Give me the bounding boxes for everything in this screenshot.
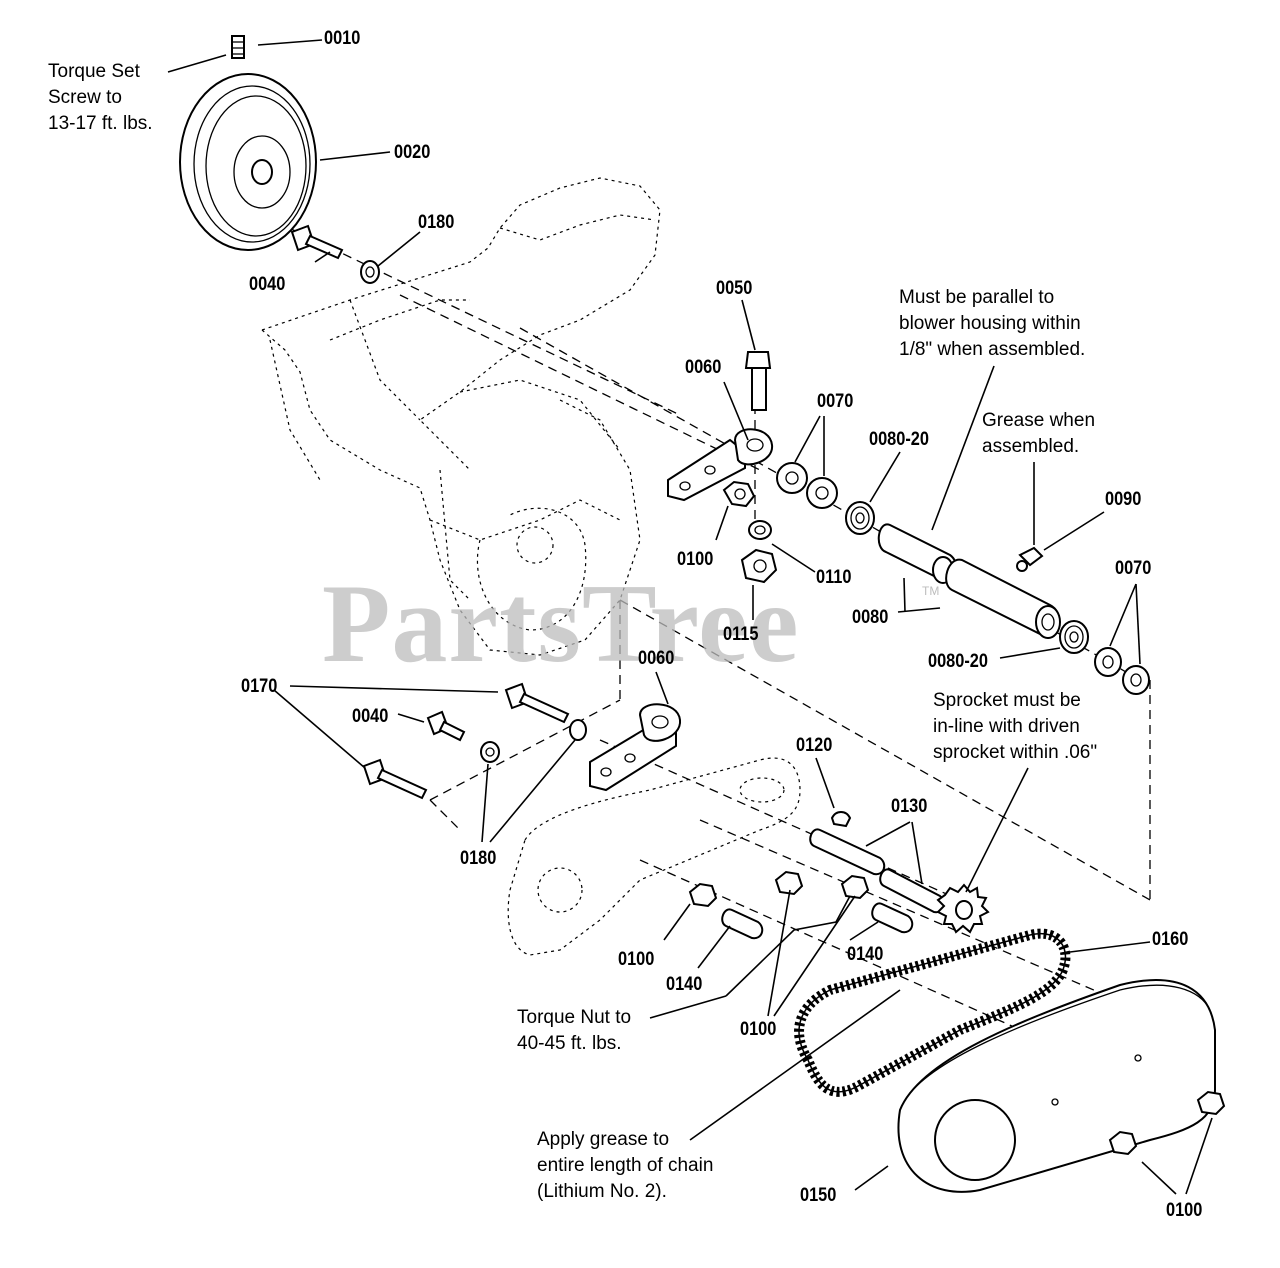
assembly-lines <box>261 214 1201 1111</box>
part-label-0160: 0160 <box>1152 929 1189 950</box>
part-label-0115: 0115 <box>723 624 759 645</box>
note-apply-grease-chain: Apply grease to entire length of chain (… <box>537 1129 714 1202</box>
chain-0160 <box>794 928 1071 1097</box>
part-label-0070-top: 0070 <box>817 391 854 412</box>
part-label-0060-bottom: 0060 <box>638 648 675 669</box>
watermark-trademark: TM <box>922 584 940 598</box>
note-parallel-to-housing: Must be parallel to blower housing withi… <box>899 287 1086 360</box>
frame-housing-phantom <box>261 177 661 656</box>
sprocket <box>936 883 990 934</box>
part-label-0100-b: 0100 <box>618 949 655 970</box>
nut-0100-top <box>722 480 756 508</box>
washer-0110 <box>748 520 772 540</box>
shafts-0130 <box>809 828 946 914</box>
bolt-0050 <box>744 351 772 411</box>
part-label-0020: 0020 <box>394 142 431 163</box>
part-label-0080-20-bottom: 0080-20 <box>928 651 988 672</box>
bolt-0170-lower <box>362 758 428 800</box>
bolt-0040-bottom <box>426 710 466 742</box>
bearing-0080-20-top <box>845 501 875 535</box>
chain-case-phantom <box>507 757 801 956</box>
part-label-0100-c: 0100 <box>740 1019 777 1040</box>
nuts-0100-middle <box>688 870 870 908</box>
part-label-0070-right: 0070 <box>1115 558 1152 579</box>
nuts-0100-cover <box>1108 1090 1226 1156</box>
chain-cover-0150 <box>897 979 1216 1193</box>
part-label-0060-top: 0060 <box>685 357 722 378</box>
key-0120 <box>830 811 852 828</box>
part-label-0080: 0080 <box>852 607 889 628</box>
part-label-0150: 0150 <box>800 1185 837 1206</box>
bolt-0170-upper <box>504 682 587 741</box>
washer-0180-bottom <box>480 741 500 763</box>
watermark-text: PartsTree <box>322 562 800 686</box>
bearing-0080-20-bottom <box>1059 620 1089 654</box>
part-label-0140-a: 0140 <box>666 974 703 995</box>
part-label-0110: 0110 <box>816 567 852 588</box>
part-label-0040-top: 0040 <box>249 274 286 295</box>
part-label-0100-a: 0100 <box>677 549 714 570</box>
callout-leaders <box>167 39 1213 1195</box>
note-sprocket-inline: Sprocket must be in-line with driven spr… <box>933 690 1098 763</box>
part-label-0180-bottom: 0180 <box>460 848 497 869</box>
washers-0070-right <box>1094 647 1150 695</box>
part-label-0180-top: 0180 <box>418 212 455 233</box>
washer-0180-top <box>360 260 380 284</box>
spacers-0140 <box>721 902 914 940</box>
note-torque-nut: Torque Nut to 40-45 ft. lbs. <box>517 1007 632 1054</box>
grease-fitting-0090 <box>1016 546 1044 572</box>
set-screw-0010 <box>231 35 245 59</box>
tube-0080 <box>877 523 1061 640</box>
part-label-0100-d: 0100 <box>1166 1200 1203 1221</box>
pulley-0020 <box>179 73 317 251</box>
bracket-0060-top <box>667 428 774 502</box>
part-label-0120: 0120 <box>796 735 833 756</box>
washers-0070-top <box>776 462 838 509</box>
bracket-0060-bottom <box>589 703 682 792</box>
note-torque-set-screw: Torque Set Screw to 13-17 ft. lbs. <box>48 61 153 134</box>
part-label-0080-20-top: 0080-20 <box>869 429 929 450</box>
part-label-0130: 0130 <box>891 796 928 817</box>
part-label-0170: 0170 <box>241 676 278 697</box>
part-label-0040-bottom: 0040 <box>352 706 389 727</box>
note-grease-when-assembled: Grease when assembled. <box>982 410 1096 457</box>
bolt-0040-top <box>290 224 344 260</box>
part-label-0090: 0090 <box>1105 489 1142 510</box>
part-label-0010: 0010 <box>324 28 361 49</box>
nut-0115 <box>740 548 778 584</box>
part-label-0050: 0050 <box>716 278 753 299</box>
part-label-0140-b: 0140 <box>847 944 884 965</box>
